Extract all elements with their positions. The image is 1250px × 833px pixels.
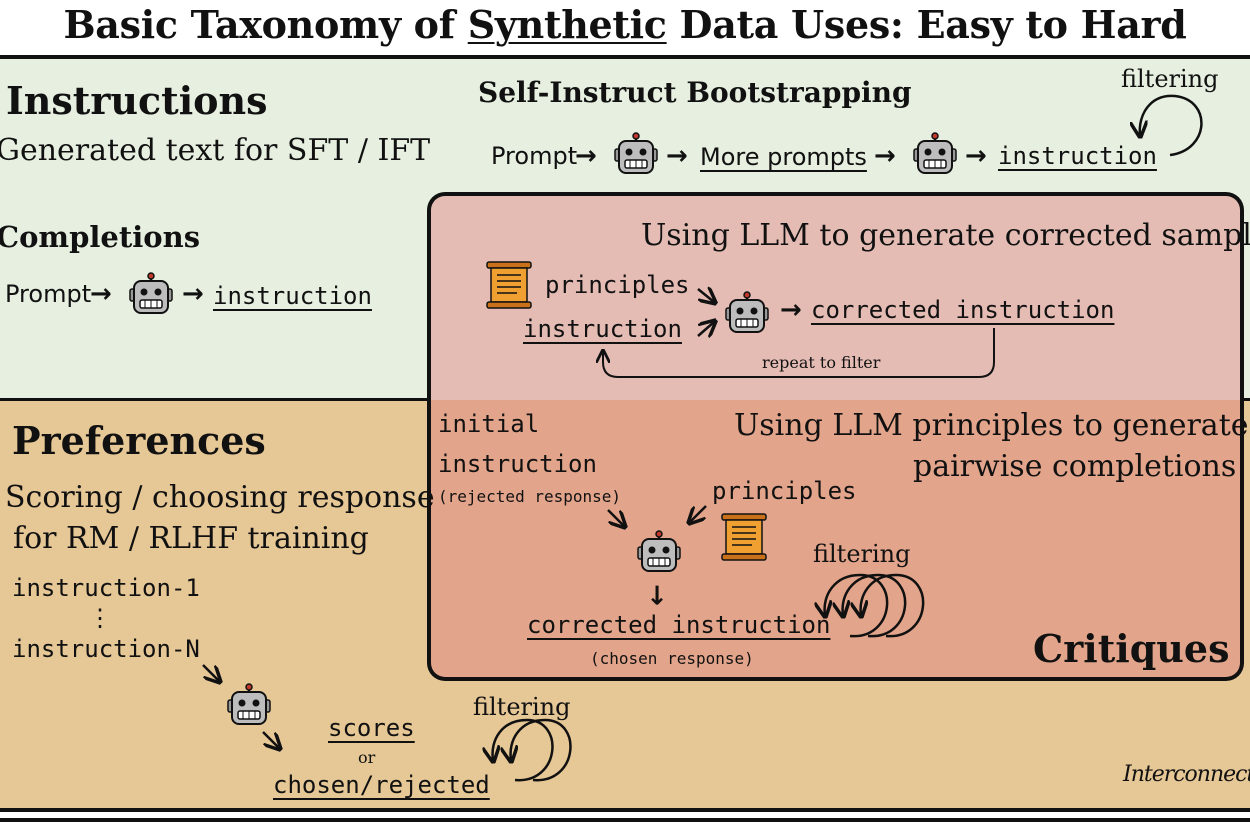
- arrow-icon: [607, 509, 624, 526]
- self-instruct-heading: Self-Instruct Bootstrapping: [478, 76, 912, 109]
- self-instruct-prompt: Prompt: [491, 142, 578, 170]
- arrow-icon: →: [575, 141, 597, 171]
- arrow-icon: →: [182, 279, 204, 309]
- critiques-initial: initial: [438, 410, 540, 438]
- loop-arrow-icon: [825, 573, 925, 638]
- arrow-icon: [697, 322, 714, 336]
- critiques-chosen: (chosen response): [590, 649, 754, 668]
- critiques-label: Critiques: [1033, 626, 1230, 671]
- preferences-or: or: [358, 748, 376, 767]
- arrow-icon: →: [874, 141, 896, 171]
- arrow-icon: →: [666, 141, 688, 171]
- arrow-icon: →: [780, 295, 802, 325]
- critiques-box: [427, 400, 1244, 681]
- loop-arrow-icon: [603, 328, 995, 378]
- preferences-subtitle-line1: Scoring / choosing response: [5, 480, 435, 515]
- corrected-instruction: instruction: [523, 315, 682, 343]
- bottom-divider: [0, 818, 1250, 822]
- critiques-heading-line2: pairwise completions: [913, 449, 1237, 484]
- preferences-chosen-rejected: chosen/rejected: [273, 771, 490, 799]
- corrected-principles: principles: [545, 271, 690, 299]
- preferences-item-first: instruction-1: [12, 574, 200, 602]
- corrected-output: corrected instruction: [811, 296, 1115, 324]
- arrow-icon: [697, 289, 714, 302]
- preferences-item-last: instruction-N: [12, 635, 200, 663]
- brand-logo: Interconnects: [1123, 762, 1250, 787]
- instructions-heading: Instructions: [6, 78, 268, 123]
- loop-arrow-icon: [493, 718, 572, 782]
- preferences-item-dots: ⋮: [88, 604, 112, 632]
- preferences-subtitle-line2: for RM / RLHF training: [13, 521, 369, 556]
- completions-heading: Completions: [0, 220, 201, 254]
- arrow-icon: →: [90, 279, 112, 309]
- completions-output: instruction: [213, 282, 372, 310]
- arrow-icon: [262, 731, 279, 748]
- loop-arrow-icon: [1140, 94, 1203, 157]
- arrow-icon: [690, 505, 707, 522]
- corrected-sample-box: [427, 192, 1244, 402]
- critiques-output: corrected instruction: [527, 611, 831, 639]
- title-highlight: Synthetic: [467, 2, 667, 47]
- page-title: Basic Taxonomy of Synthetic Data Uses: E…: [63, 2, 1187, 47]
- preferences-filtering: filtering: [473, 693, 571, 721]
- critiques-heading-line1: Using LLM principles to generate: [734, 408, 1249, 443]
- critiques-rejected: (rejected response): [438, 487, 622, 506]
- completions-prompt: Prompt: [5, 280, 92, 308]
- arrow-icon: →: [965, 141, 987, 171]
- preferences-scores: scores: [328, 714, 415, 742]
- instructions-subtitle: Generated text for SFT / IFT: [0, 133, 431, 168]
- critiques-instruction: instruction: [438, 450, 597, 478]
- corrected-sample-heading: Using LLM to generate corrected sample: [641, 218, 1250, 253]
- self-instruct-filtering: filtering: [1121, 65, 1219, 93]
- repeat-to-filter-label: repeat to filter: [762, 353, 881, 372]
- self-instruct-output: instruction: [998, 142, 1157, 170]
- arrow-icon: [202, 664, 219, 681]
- critiques-filtering: filtering: [813, 540, 911, 568]
- self-instruct-middle: More prompts: [700, 143, 867, 171]
- critiques-principles: principles: [712, 477, 857, 505]
- preferences-heading: Preferences: [12, 418, 266, 463]
